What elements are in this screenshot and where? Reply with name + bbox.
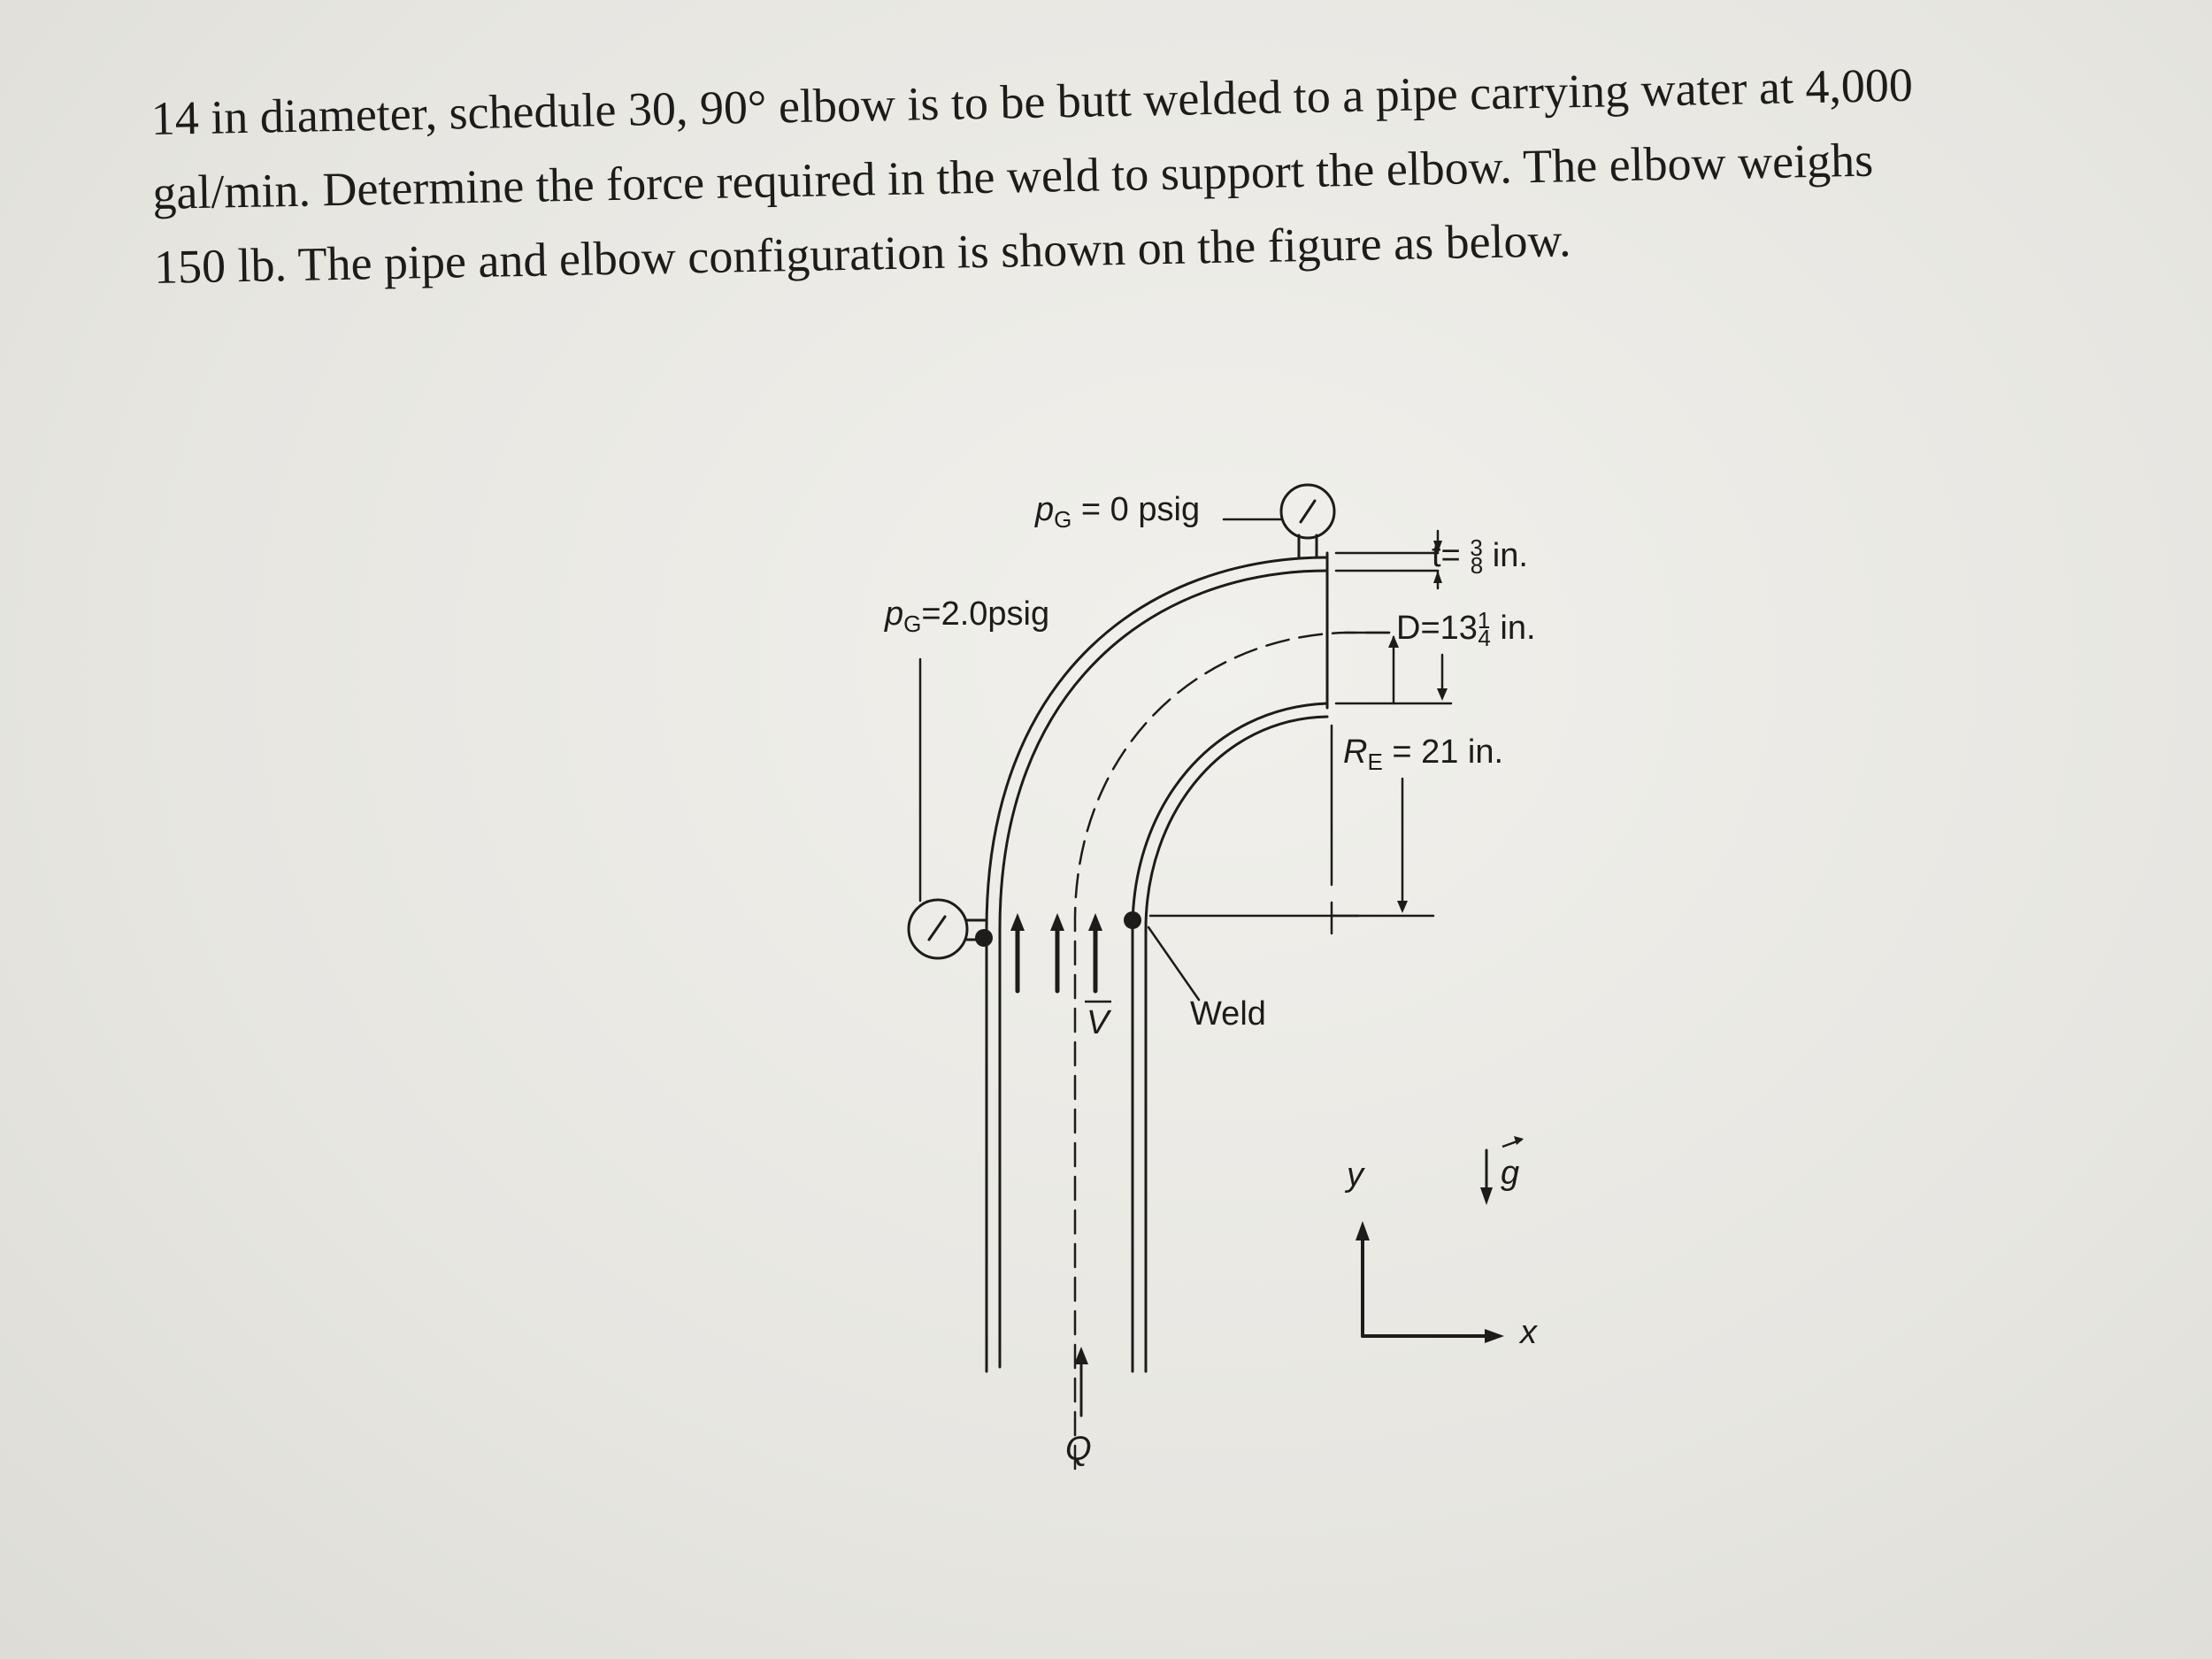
side-pressure-label: pG=2.0psig [884, 595, 1049, 637]
flow-label: Q [1065, 1431, 1092, 1468]
velocity-label: V [1085, 1000, 1112, 1041]
elbow-outer-wall-inner [998, 569, 1329, 931]
x-axis-label: x [1518, 1314, 1539, 1351]
pipe-centerline [1073, 631, 1391, 1471]
radius-label: RE = 21 in. [1343, 733, 1503, 775]
top-pressure-gauge-icon [1279, 483, 1336, 540]
gravity-label: g [1501, 1136, 1524, 1192]
weld-point-left [975, 929, 993, 947]
elbow-inner-wall [1131, 702, 1329, 931]
svg-text:g: g [1501, 1155, 1519, 1192]
elbow-inner-wall-outer [1144, 715, 1329, 931]
radius-center-mark [1330, 901, 1360, 935]
svg-text:V: V [1087, 1004, 1112, 1041]
weld-label: Weld [1190, 995, 1266, 1033]
weld-point-right [1124, 911, 1141, 929]
top-pressure-label: pG = 0 psig [1034, 491, 1200, 533]
side-pressure-gauge-icon [907, 898, 969, 960]
y-axis-label: y [1344, 1156, 1365, 1194]
weld-leader-line [1147, 926, 1201, 1002]
elbow-outer-wall [985, 556, 1329, 931]
